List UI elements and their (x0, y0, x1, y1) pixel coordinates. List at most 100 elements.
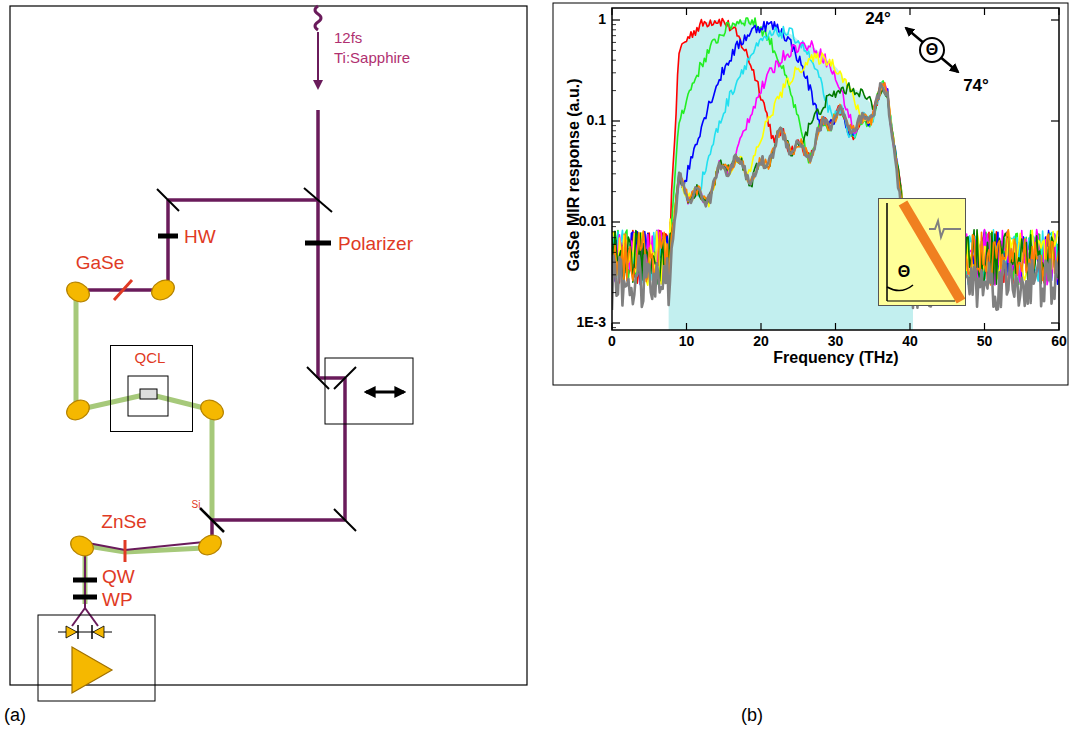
mir-beam (86, 394, 148, 408)
parabolic-mirror (197, 396, 227, 424)
pump-beam (72, 6, 345, 626)
chart-axes (686, 8, 687, 15)
pump-beam (88, 542, 204, 550)
tick-label: 10 (679, 334, 695, 349)
optics (157, 189, 179, 211)
tick-label: 0.1 (587, 113, 606, 128)
node-text: QCL (111, 350, 189, 367)
parabolic-mirror (148, 276, 178, 304)
optics (158, 234, 178, 239)
pump-beam (72, 608, 85, 626)
gase-crystal (114, 280, 132, 300)
tick-label: 1 (598, 12, 606, 27)
chart-axes (1051, 19, 1059, 20)
optics (334, 367, 356, 389)
qcl-mount (140, 389, 157, 399)
plot-area (612, 8, 1059, 330)
spectrum-line (612, 22, 1059, 285)
parabolic-mirror (63, 276, 227, 560)
mir-beam (74, 298, 79, 402)
pump-beam (212, 518, 345, 522)
pump-beam (315, 6, 321, 30)
chart-axes (1051, 120, 1059, 121)
angle-symbol: Θ (919, 37, 945, 63)
inset-drawing (887, 300, 955, 301)
chart-axes (760, 8, 761, 15)
splitter-label: Si (192, 499, 201, 510)
detector (93, 626, 104, 638)
optics (200, 508, 224, 532)
optics (334, 509, 356, 531)
chart-frame (553, 3, 1068, 385)
delay-stage (325, 358, 413, 424)
parabolic-mirror (63, 396, 93, 424)
spectrum-line (612, 27, 1059, 286)
tick-label: 60 (1051, 334, 1067, 349)
chart-axes (909, 323, 910, 330)
inset-drawing (929, 221, 961, 237)
chart-axes (835, 8, 836, 15)
qcl-mount (128, 376, 168, 416)
angle-label: 24° (865, 10, 891, 29)
spectrum-line (612, 53, 1059, 285)
optic-label: QW (102, 567, 135, 588)
detector (91, 625, 93, 639)
tick-label: 0 (608, 334, 616, 349)
parabolic-mirror (67, 532, 97, 560)
panel-label: (b) (741, 706, 763, 726)
chart-axes (909, 8, 910, 15)
optics (307, 367, 329, 389)
tick-label: 40 (902, 334, 918, 349)
mir-beam (76, 298, 212, 604)
chart-axes (1051, 322, 1059, 323)
detector (38, 615, 155, 701)
chart-axes (984, 323, 985, 330)
spectrum-line (612, 18, 1059, 285)
angle-arrow (906, 28, 958, 72)
optics (73, 188, 356, 597)
chart-axes (612, 8, 1059, 330)
optics (73, 578, 97, 583)
spectra (612, 18, 1059, 330)
pulse-duration: 12fs (334, 30, 362, 47)
optics (304, 188, 332, 212)
node-text: Θ (891, 263, 917, 281)
detector (77, 625, 79, 639)
crystal-label: GaSe (76, 253, 125, 274)
tick-label: 0.01 (579, 214, 606, 229)
chart-axes (835, 323, 836, 330)
chart-axes (612, 19, 620, 20)
pump-beam (343, 378, 347, 520)
spectrum-line (612, 19, 1059, 285)
spectrum-fill (669, 20, 913, 330)
spectrum-line (612, 41, 1059, 285)
pump-beam (168, 198, 318, 202)
optic-label: WP (102, 590, 133, 611)
tick-label: 30 (828, 334, 844, 349)
axis-title: Frequency (THz) (773, 349, 898, 367)
tick-label: 50 (977, 334, 993, 349)
parabolic-mirror (63, 278, 93, 306)
laser-name: Ti:Sapphire (334, 50, 410, 67)
chart-axes (612, 322, 620, 323)
tick-label: 20 (753, 334, 769, 349)
inset-drawing (886, 203, 888, 301)
detector (72, 647, 112, 693)
pump-beam (317, 32, 319, 88)
optics (305, 241, 331, 246)
optics (73, 595, 97, 600)
parabolic-mirror (195, 531, 225, 559)
detector (66, 626, 77, 638)
chart-axes (612, 221, 620, 222)
chart-axes (760, 323, 761, 330)
panel-label: (a) (4, 706, 26, 726)
detector (38, 615, 155, 701)
pump-beam (318, 376, 345, 380)
inset-box: Θ (878, 198, 966, 306)
inset-drawing (887, 285, 913, 291)
laser-housing: QCL (110, 345, 193, 432)
tick-label: 1E-3 (576, 315, 606, 330)
pump-beam (166, 200, 170, 283)
delay-stage (366, 391, 404, 394)
